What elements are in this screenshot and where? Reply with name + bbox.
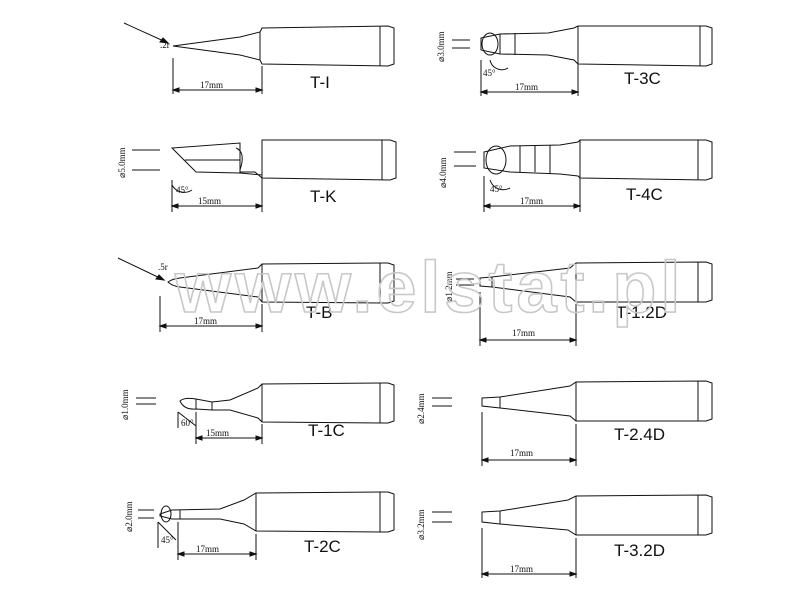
tip-t-3c: ⌀3.0mm 45° 17mm T-3C (436, 25, 713, 96)
tip-name: T-I (310, 73, 330, 92)
tip-name: T-3.2D (614, 541, 665, 560)
tip-t-b: .5r 17mm T-B (117, 257, 395, 332)
tip-body (483, 139, 713, 181)
tip-name: T-2.4D (614, 425, 665, 444)
length-label: 17mm (196, 544, 219, 554)
angle-label: 45° (176, 185, 189, 195)
tip-t-2-4d: ⌀2.4mm 17mm T-2.4D (416, 380, 713, 466)
angle-label: 60° (181, 418, 194, 428)
tip-t-3-2d: ⌀3.2mm 17mm T-3.2D (416, 494, 713, 578)
diameter-label: ⌀1.0mm (120, 389, 130, 420)
tip-name: T-1.2D (616, 303, 667, 322)
tip-body (167, 262, 395, 304)
diameter-label: ⌀2.0mm (124, 501, 134, 532)
tip-name: T-K (310, 187, 337, 206)
tip-t-1-2d: ⌀1.2mm 17mm T-1.2D (444, 261, 713, 346)
length-label: 15mm (206, 428, 229, 438)
tip-name: T-4C (626, 185, 663, 204)
tip-body (481, 380, 713, 422)
tip-name: T-3C (624, 69, 661, 88)
tip-body (481, 494, 713, 536)
tip-t-k: ⌀5.0mm 45° 15mm T-K (117, 139, 397, 212)
tip-t-1c: ⌀1.0mm 60° 15mm T-1C (120, 382, 395, 444)
diameter-label: ⌀3.2mm (416, 509, 426, 540)
tip-name: T-B (306, 303, 332, 322)
angle-label: 45° (483, 68, 496, 78)
length-label: 15mm (198, 196, 221, 206)
tip-body (480, 25, 713, 67)
diameter-label: ⌀4.0mm (438, 157, 448, 188)
diameter-label: ⌀2.4mm (416, 393, 426, 424)
length-label: 17mm (510, 564, 533, 574)
diameter-label: ⌀5.0mm (117, 147, 127, 178)
tip-body (179, 382, 395, 424)
length-label: 17mm (515, 82, 538, 92)
length-label: 17mm (512, 328, 535, 338)
tip-body (170, 139, 397, 181)
tip-t-4c: ⌀4.0mm 45° 17mm T-4C (438, 139, 713, 212)
diameter-label: ⌀1.2mm (444, 271, 454, 302)
watermark-text: www.elstat.pl (174, 248, 684, 328)
tip-name: T-1C (308, 421, 345, 440)
length-label: 17mm (520, 196, 543, 206)
angle-label: 45° (161, 535, 174, 545)
tip-radius-label: .2r (160, 40, 170, 50)
length-label: 17mm (510, 448, 533, 458)
length-label: 17mm (194, 316, 217, 326)
tip-t-2c: ⌀2.0mm 45° 17mm T-2C (124, 491, 395, 560)
tip-radius-label: .5r (158, 262, 168, 272)
angle-label: 45° (490, 184, 503, 194)
tip-name: T-2C (304, 537, 341, 556)
tip-t-i: .2r 17mm T-I (123, 22, 395, 94)
tip-body (172, 25, 395, 67)
diameter-label: ⌀3.0mm (436, 31, 446, 62)
length-label: 17mm (200, 80, 223, 90)
tip-body (159, 491, 395, 533)
